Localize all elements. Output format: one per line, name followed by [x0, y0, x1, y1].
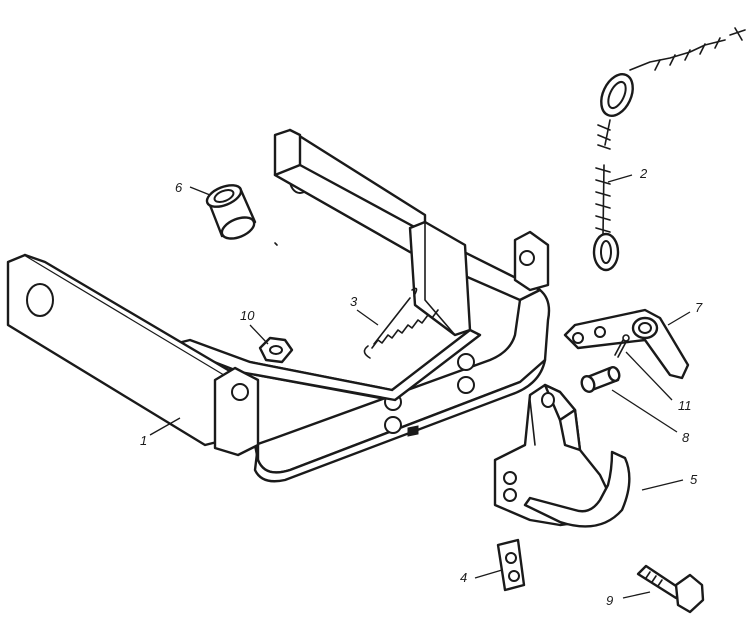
label-bolt: 9	[606, 593, 613, 608]
label-frame: 1	[140, 433, 147, 448]
spring-part	[363, 287, 439, 359]
label-hook: 5	[690, 472, 698, 487]
leader-lines	[149, 174, 691, 599]
frame-part	[6, 128, 551, 483]
hook-part	[493, 383, 631, 528]
chain-part	[592, 27, 746, 272]
label-pin: 8	[682, 430, 690, 445]
nut-part	[258, 336, 294, 364]
label-spring: 3	[350, 294, 358, 309]
part-labels: 1 2 3 4 5 6 7 8 9 10 11	[140, 166, 703, 608]
label-chain: 2	[639, 166, 648, 181]
label-latch: 7	[695, 300, 703, 315]
label-bushing: 6	[175, 180, 183, 195]
latch-part	[563, 308, 690, 380]
cotter-pin-part	[614, 334, 630, 358]
label-nut: 10	[240, 308, 255, 323]
plate-part	[496, 538, 526, 592]
pin-part	[580, 366, 621, 393]
label-plate: 4	[460, 570, 467, 585]
label-cotter-pin: 11	[678, 398, 692, 413]
bushing-part	[205, 184, 257, 240]
bolt-part	[636, 564, 705, 614]
